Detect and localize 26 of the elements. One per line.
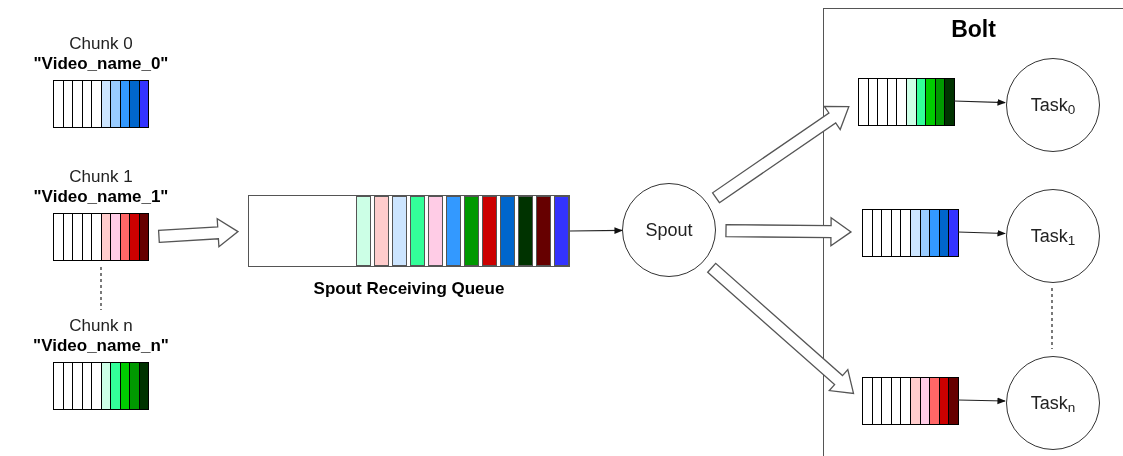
- arrow: [569, 227, 623, 234]
- video-name-label: "Video_name_n": [33, 336, 169, 356]
- block-arrow: [706, 262, 855, 395]
- queue-label: Spout Receiving Queue: [313, 279, 505, 299]
- chunk-label: Chunk 0: [69, 34, 133, 54]
- queue-box: [862, 377, 959, 425]
- node-label: Task$_{n}$: [1030, 391, 1076, 417]
- block-arrow: [711, 105, 850, 204]
- video-name-label: "Video_name_1": [33, 187, 169, 207]
- chunk-label: Chunk 1: [69, 167, 133, 187]
- queue-box: [862, 209, 959, 257]
- node-label: Task$_{1}$: [1030, 224, 1076, 250]
- block-arrow: [157, 217, 240, 249]
- video-name-label: "Video_name_0": [33, 54, 169, 74]
- group-panel: [823, 8, 1123, 456]
- panel-title: Bolt: [951, 15, 996, 43]
- node-label: Spout: [645, 218, 693, 242]
- dotted-line: [1051, 287, 1053, 350]
- node-label: Task$_{0}$: [1030, 93, 1076, 119]
- block-arrow: [725, 216, 853, 247]
- chunk-label: Chunk n: [69, 316, 133, 336]
- queue-box: [858, 78, 955, 126]
- arrow: [953, 98, 1006, 106]
- arrow: [957, 397, 1006, 405]
- arrow: [957, 229, 1006, 237]
- dotted-line: [100, 266, 102, 311]
